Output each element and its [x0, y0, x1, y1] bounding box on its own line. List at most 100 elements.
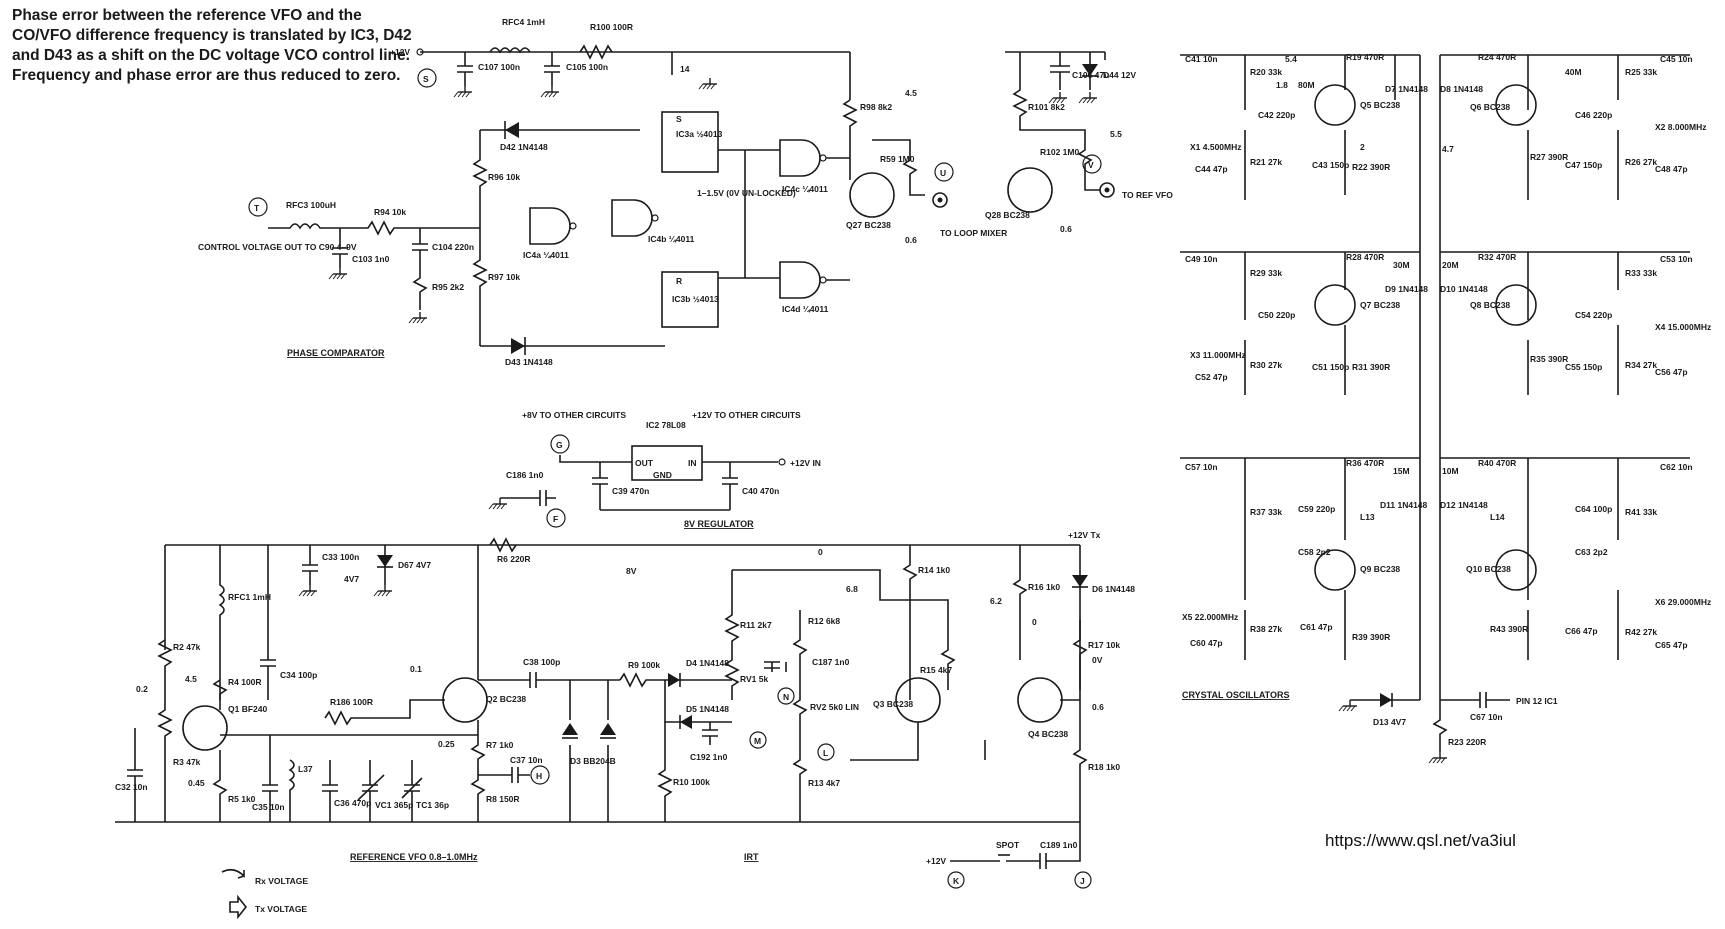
- svg-text:6.2: 6.2: [990, 596, 1002, 606]
- svg-text:L14: L14: [1490, 512, 1505, 522]
- reference-vfo: C33 100n D67 4V7 R6 220R RFC1 1mH Q1 BF2…: [115, 530, 1135, 920]
- svg-text:C52 47p: C52 47p: [1195, 372, 1228, 382]
- svg-text:C57 10n: C57 10n: [1185, 462, 1218, 472]
- terminal-h: [530, 765, 550, 785]
- c103-label: C103 1n0: [352, 254, 390, 264]
- crystal-title: CRYSTAL OSCILLATORS: [1182, 690, 1290, 700]
- svg-text:Q8 BC238: Q8 BC238: [1470, 300, 1510, 310]
- r186-label: R186 100R: [330, 697, 373, 707]
- c34-label: C34 100p: [280, 670, 317, 680]
- plus8-label: +8V TO OTHER CIRCUITS: [522, 410, 626, 420]
- svg-text:14: 14: [680, 64, 690, 74]
- c189-label: C189 1n0: [1040, 840, 1078, 850]
- plus12in-label: +12V IN: [790, 458, 821, 468]
- svg-text:80M: 80M: [1298, 80, 1315, 90]
- c37-label: C37 10n: [510, 755, 543, 765]
- terminal-g-label: G: [556, 440, 563, 450]
- svg-text:X1 4.500MHz: X1 4.500MHz: [1190, 142, 1242, 152]
- c36-label: C36 470p: [334, 798, 371, 808]
- r94-label: R94 10k: [374, 207, 406, 217]
- legend-rx: Rx VOLTAGE: [255, 876, 308, 886]
- svg-text:R: R: [676, 276, 682, 286]
- svg-text:R19 470R: R19 470R: [1346, 52, 1384, 62]
- r3-label: R3 47k: [173, 757, 201, 767]
- svg-text:4.5: 4.5: [185, 674, 197, 684]
- ref-vfo-label: TO REF VFO: [1122, 190, 1173, 200]
- svg-text:0.2: 0.2: [136, 684, 148, 694]
- pin12-label: PIN 12 IC1: [1516, 696, 1558, 706]
- phase-comparator: +12V S RFC4 1mH R100 100R C107 100n C105…: [198, 17, 1173, 367]
- terminal-j-label: J: [1080, 876, 1085, 886]
- svg-text:C67 10n: C67 10n: [1470, 712, 1503, 722]
- r97-label: R97 10k: [488, 272, 520, 282]
- svg-text:R23 220R: R23 220R: [1448, 737, 1486, 747]
- control-voltage-label: CONTROL VOLTAGE OUT TO C90 4–9V: [198, 242, 357, 252]
- r13-label: R13 4k7: [808, 778, 840, 788]
- svg-text:C49 10n: C49 10n: [1185, 254, 1218, 264]
- svg-text:C53 10n: C53 10n: [1660, 254, 1693, 264]
- d43-label: D43 1N4148: [505, 357, 553, 367]
- svg-text:Q7 BC238: Q7 BC238: [1360, 300, 1400, 310]
- svg-text:C47 150p: C47 150p: [1565, 160, 1602, 170]
- svg-text:R36 470R: R36 470R: [1346, 458, 1384, 468]
- svg-text:C44 47p: C44 47p: [1195, 164, 1228, 174]
- svg-text:D7 1N4148: D7 1N4148: [1385, 84, 1428, 94]
- terminal-h-label: H: [536, 771, 542, 781]
- svg-text:D8 1N4148: D8 1N4148: [1440, 84, 1483, 94]
- source-url[interactable]: https://www.qsl.net/va3iul: [1325, 831, 1516, 850]
- rx-arrow: [221, 868, 245, 879]
- description-note: Phase error between the reference VFO an…: [12, 7, 412, 84]
- r8-label: R8 150R: [486, 794, 520, 804]
- tc1-label: TC1 36p: [416, 800, 449, 810]
- r16-label: R16 1k0: [1028, 582, 1060, 592]
- svg-text:R35 390R: R35 390R: [1530, 354, 1568, 364]
- r59-label: R59 1M0: [880, 154, 915, 164]
- svg-text:C56 47p: C56 47p: [1655, 367, 1688, 377]
- r100-label: R100 100R: [590, 22, 633, 32]
- svg-text:C51 150p: C51 150p: [1312, 362, 1349, 372]
- svg-text:Q9 BC238: Q9 BC238: [1360, 564, 1400, 574]
- svg-text:0.1: 0.1: [410, 664, 422, 674]
- r6-label: R6 220R: [497, 554, 531, 564]
- rv1-label: RV1 5k: [740, 674, 768, 684]
- terminal-n: [777, 687, 795, 705]
- terminal-f-label: F: [553, 514, 558, 524]
- terminal-v-label: V: [1088, 160, 1094, 170]
- svg-text:Q10 BC238: Q10 BC238: [1466, 564, 1511, 574]
- svg-text:R31 390R: R31 390R: [1352, 362, 1390, 372]
- plus12tx-label: +12V Tx: [1068, 530, 1101, 540]
- svg-text:R42 27k: R42 27k: [1625, 627, 1657, 637]
- legend-tx: Tx VOLTAGE: [255, 904, 307, 914]
- svg-text:C43 150p: C43 150p: [1312, 160, 1349, 170]
- svg-text:X5 22.000MHz: X5 22.000MHz: [1182, 612, 1238, 622]
- svg-text:D9 1N4148: D9 1N4148: [1385, 284, 1428, 294]
- svg-text:4.7: 4.7: [1442, 144, 1454, 154]
- q1-label: Q1 BF240: [228, 704, 267, 714]
- svg-text:X2 8.000MHz: X2 8.000MHz: [1655, 122, 1707, 132]
- q2-label: Q2 BC238: [486, 694, 526, 704]
- svg-text:R37 33k: R37 33k: [1250, 507, 1282, 517]
- rfc1-label: RFC1 1mH: [228, 592, 271, 602]
- svg-text:R21 27k: R21 27k: [1250, 157, 1282, 167]
- svg-text:6.8: 6.8: [846, 584, 858, 594]
- svg-text:R32 470R: R32 470R: [1478, 252, 1516, 262]
- c35-label: C35 10n: [252, 802, 285, 812]
- ic2-label: IC2 78L08: [646, 420, 686, 430]
- svg-text:1.8: 1.8: [1276, 80, 1288, 90]
- svg-text:R28 470R: R28 470R: [1346, 252, 1384, 262]
- r4-label: R4 100R: [228, 677, 262, 687]
- ic4b-label: IC4b ¼4011: [648, 234, 695, 244]
- rfc4-label: RFC4 1mH: [502, 17, 545, 27]
- rit-title: IRT: [744, 852, 759, 862]
- c40-label: C40 470n: [742, 486, 779, 496]
- r2-label: R2 47k: [173, 642, 201, 652]
- ic3a-label: IC3a ½4013: [676, 129, 723, 139]
- svg-text:C58 2p2: C58 2p2: [1298, 547, 1331, 557]
- svg-text:0: 0: [818, 547, 823, 557]
- r17-label: R17 10k: [1088, 640, 1120, 650]
- svg-text:5.4: 5.4: [1285, 54, 1297, 64]
- svg-text:C46 220p: C46 220p: [1575, 110, 1612, 120]
- svg-text:GND: GND: [653, 470, 672, 480]
- svg-text:R33 33k: R33 33k: [1625, 268, 1657, 278]
- svg-text:4.5: 4.5: [905, 88, 917, 98]
